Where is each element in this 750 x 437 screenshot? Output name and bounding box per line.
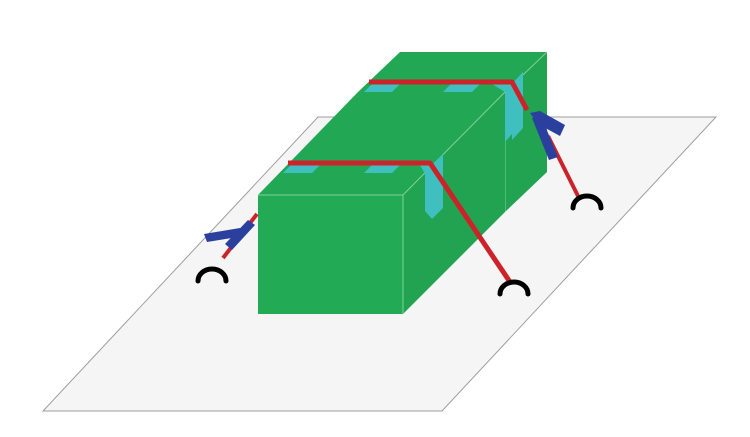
cargo-box-front-edge-diagonal (402, 91, 506, 196)
strap-front-top (288, 160, 513, 284)
ratchet-right-handle (532, 116, 558, 160)
cargo-box-front-top (258, 92, 505, 195)
strap-rear-top (369, 79, 530, 112)
anchor-front-right (497, 279, 531, 297)
anchor-left (195, 266, 229, 284)
corner-protector-front-top-left (283, 165, 320, 173)
ratchet-left (204, 220, 255, 250)
corner-protector-front-top-mid (364, 165, 400, 173)
cargo-box-front (258, 91, 506, 314)
corner-protector-rear-top-mid (443, 84, 480, 92)
anchor-rear-right (570, 193, 604, 211)
corner-protector-rear-edge-side (505, 84, 512, 142)
ratchet-right (530, 111, 565, 160)
ratchet-left-handle (225, 220, 255, 250)
corner-protector-rear-top-left (364, 84, 400, 92)
cargo-box-front-face (258, 195, 403, 314)
ratchet-left-strap (204, 228, 244, 242)
